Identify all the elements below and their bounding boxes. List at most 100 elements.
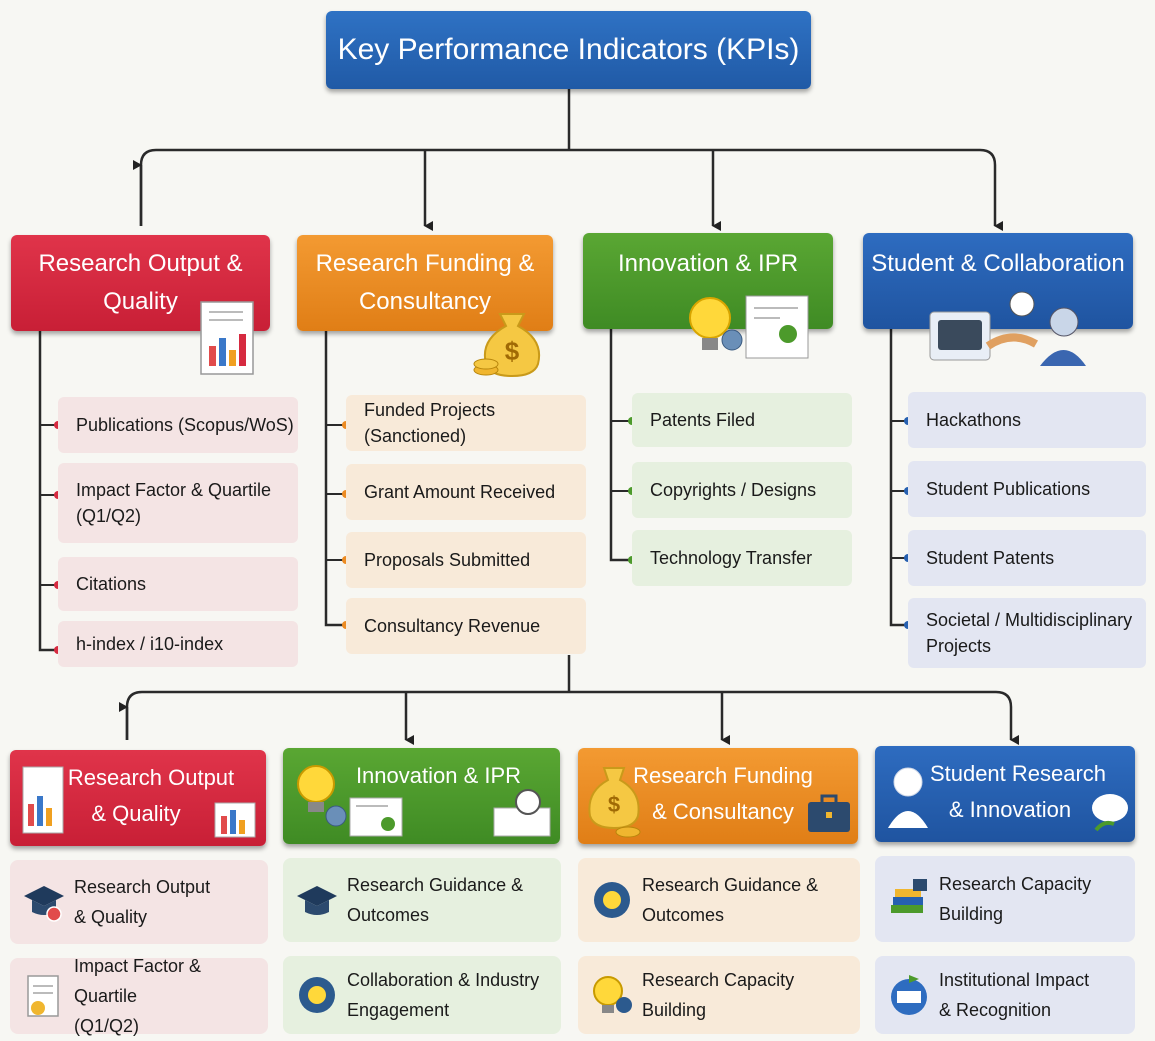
kpi-item: Patents Filed [632,393,852,447]
kpi-item-text: Societal / Multidisciplinary [926,610,1133,630]
kpi-item: Student Patents [908,530,1146,586]
bottom-card-text: Research Capacity Building [939,869,1091,929]
kpi-item: Citations [58,557,298,611]
bottom-card: Collaboration & Industry Engagement [283,956,561,1034]
bottom-card-line: Research Capacity [642,970,795,990]
category-title-line: Consultancy [358,288,492,315]
bottom-card-text: Research Capacity Building [642,965,794,1025]
bottom-card-line: & Quality [74,907,148,927]
bottom-title-line: & Innovation [948,797,1072,822]
certificate-icon [349,797,403,837]
kpi-item: Student Publications [908,461,1146,517]
chat-bubble-icon [1092,794,1128,832]
bottom-card-line: Engagement [347,1000,450,1020]
kpi-item-text: Technology Transfer [650,548,813,568]
bottom-card-text: Research Guidance & Outcomes [347,870,523,930]
collaboration-icon [929,291,1086,366]
bottom-card-line: Research Output [74,877,211,897]
kpi-item-text: Student Patents [926,548,1055,568]
kpi-item: Funded Projects (Sanctioned) [346,395,586,451]
bottom-card: Research Guidance & Outcomes [578,858,860,942]
graduation-cap-icon [24,886,64,922]
bottom-card-line: Building [642,1000,707,1020]
bottom-card-line: Research Guidance & [642,875,819,895]
category-student-collaboration: Student & Collaboration [863,233,1133,329]
bottom-card: Impact Factor & Quartile (Q1/Q2) [10,956,268,1036]
books-icon [891,879,927,913]
patent-pin-icon [493,789,551,837]
document-icon [27,975,59,1017]
bottom-card-text: Institutional Impact & Recognition [939,965,1089,1025]
bottom-card-line: Collaboration & Industry [347,970,540,990]
briefcase-icon [808,794,850,832]
kpi-item: Consultancy Revenue [346,598,586,654]
report-chart-icon [22,766,64,834]
kpi-item-text: Grant Amount Received [364,482,556,502]
bottom-card: Research Guidance & Outcomes [283,858,561,942]
bottom-title-line: Research Funding [633,763,813,788]
kpi-item-text: (Q1/Q2) [76,506,142,526]
lightbulb-patent-icon [689,295,809,359]
graduation-cap-icon [297,886,337,915]
kpi-item: Publications (Scopus/WoS) [58,397,298,453]
bottom-card-line: Outcomes [642,905,725,925]
category-title-line: Innovation & IPR [617,250,799,277]
bottom-card-line: Research Capacity [939,874,1092,894]
bottom-title-line: & Quality [91,801,181,826]
kpi-title: Key Performance Indicators (KPIs) [337,33,800,66]
category-title-line: Research Output & [38,250,243,277]
kpi-item: Impact Factor & Quartile (Q1/Q2) [58,463,298,543]
bottom-card-line: Research Guidance & [347,875,524,895]
bottom-card-text: Research Guidance & Outcomes [642,870,818,930]
bottom-card-line: & Recognition [939,1000,1052,1020]
kpi-item-text: Projects [926,636,992,656]
bottom-card-text: Research Output & Quality [74,872,210,932]
category-title-line: Research Funding & [315,250,535,277]
report-chart-icon [200,301,254,375]
student-idea-icon [888,767,928,828]
bottom-card-text: Impact Factor & Quartile (Q1/Q2) [74,951,268,1041]
bottom-card-text: Collaboration & Industry Engagement [347,965,539,1025]
kpi-item-text: Patents Filed [650,410,756,430]
bottom-title-line: Research Output [67,765,235,790]
bottom-card-line: Outcomes [347,905,430,925]
bottom-card-line: Building [939,904,1004,924]
kpi-item-text: Copyrights / Designs [650,480,817,500]
money-bag-icon: $ [473,313,540,378]
bottom-title-line: & Consultancy [652,799,794,824]
money-bag-icon: $ [588,767,641,838]
gear-bulb-icon [299,977,335,1013]
bottom-card: Research Output & Quality [10,860,268,944]
bottom-card: Research Capacity Building [875,856,1135,942]
kpi-item: Copyrights / Designs [632,462,852,518]
bottom-card-line: Institutional Impact [939,970,1090,990]
kpi-item-text: Funded Projects (Sanctioned) [364,400,496,446]
lightbulb-icon [297,765,347,827]
kpi-item-text: h-index / i10-index [76,634,224,654]
kpi-item-text: Consultancy Revenue [364,616,541,636]
gear-bulb-icon [594,882,630,918]
globe-icon [891,975,927,1015]
bottom-card: Research Capacity Building [578,956,860,1034]
kpi-item: Proposals Submitted [346,532,586,588]
svg-text:$: $ [608,792,620,817]
category-title-line: Student & Collaboration [871,250,1125,277]
bottom-card-line: Impact Factor & Quartile [74,956,202,1006]
kpi-item: Technology Transfer [632,530,852,586]
kpi-item: Grant Amount Received [346,464,586,520]
kpi-item-text: Impact Factor & Quartile [76,480,272,500]
bottom-card-line: (Q1/Q2) [74,1016,140,1036]
kpi-root-box: Key Performance Indicators (KPIs) [326,11,811,89]
bar-chart-icon [214,802,256,838]
bottom-title-line: Innovation & IPR [355,763,522,788]
bottom-title-line: Student Research [929,761,1107,786]
kpi-item-text: Hackathons [926,410,1022,430]
kpi-item-text: Citations [76,574,147,594]
kpi-item: Hackathons [908,392,1146,448]
bulb-gear-icon [593,976,632,1013]
kpi-item: h-index / i10-index [58,621,298,667]
kpi-item-text: Proposals Submitted [364,550,531,570]
kpi-item-text: Student Publications [926,479,1091,499]
category-title-line: Quality [103,288,178,315]
